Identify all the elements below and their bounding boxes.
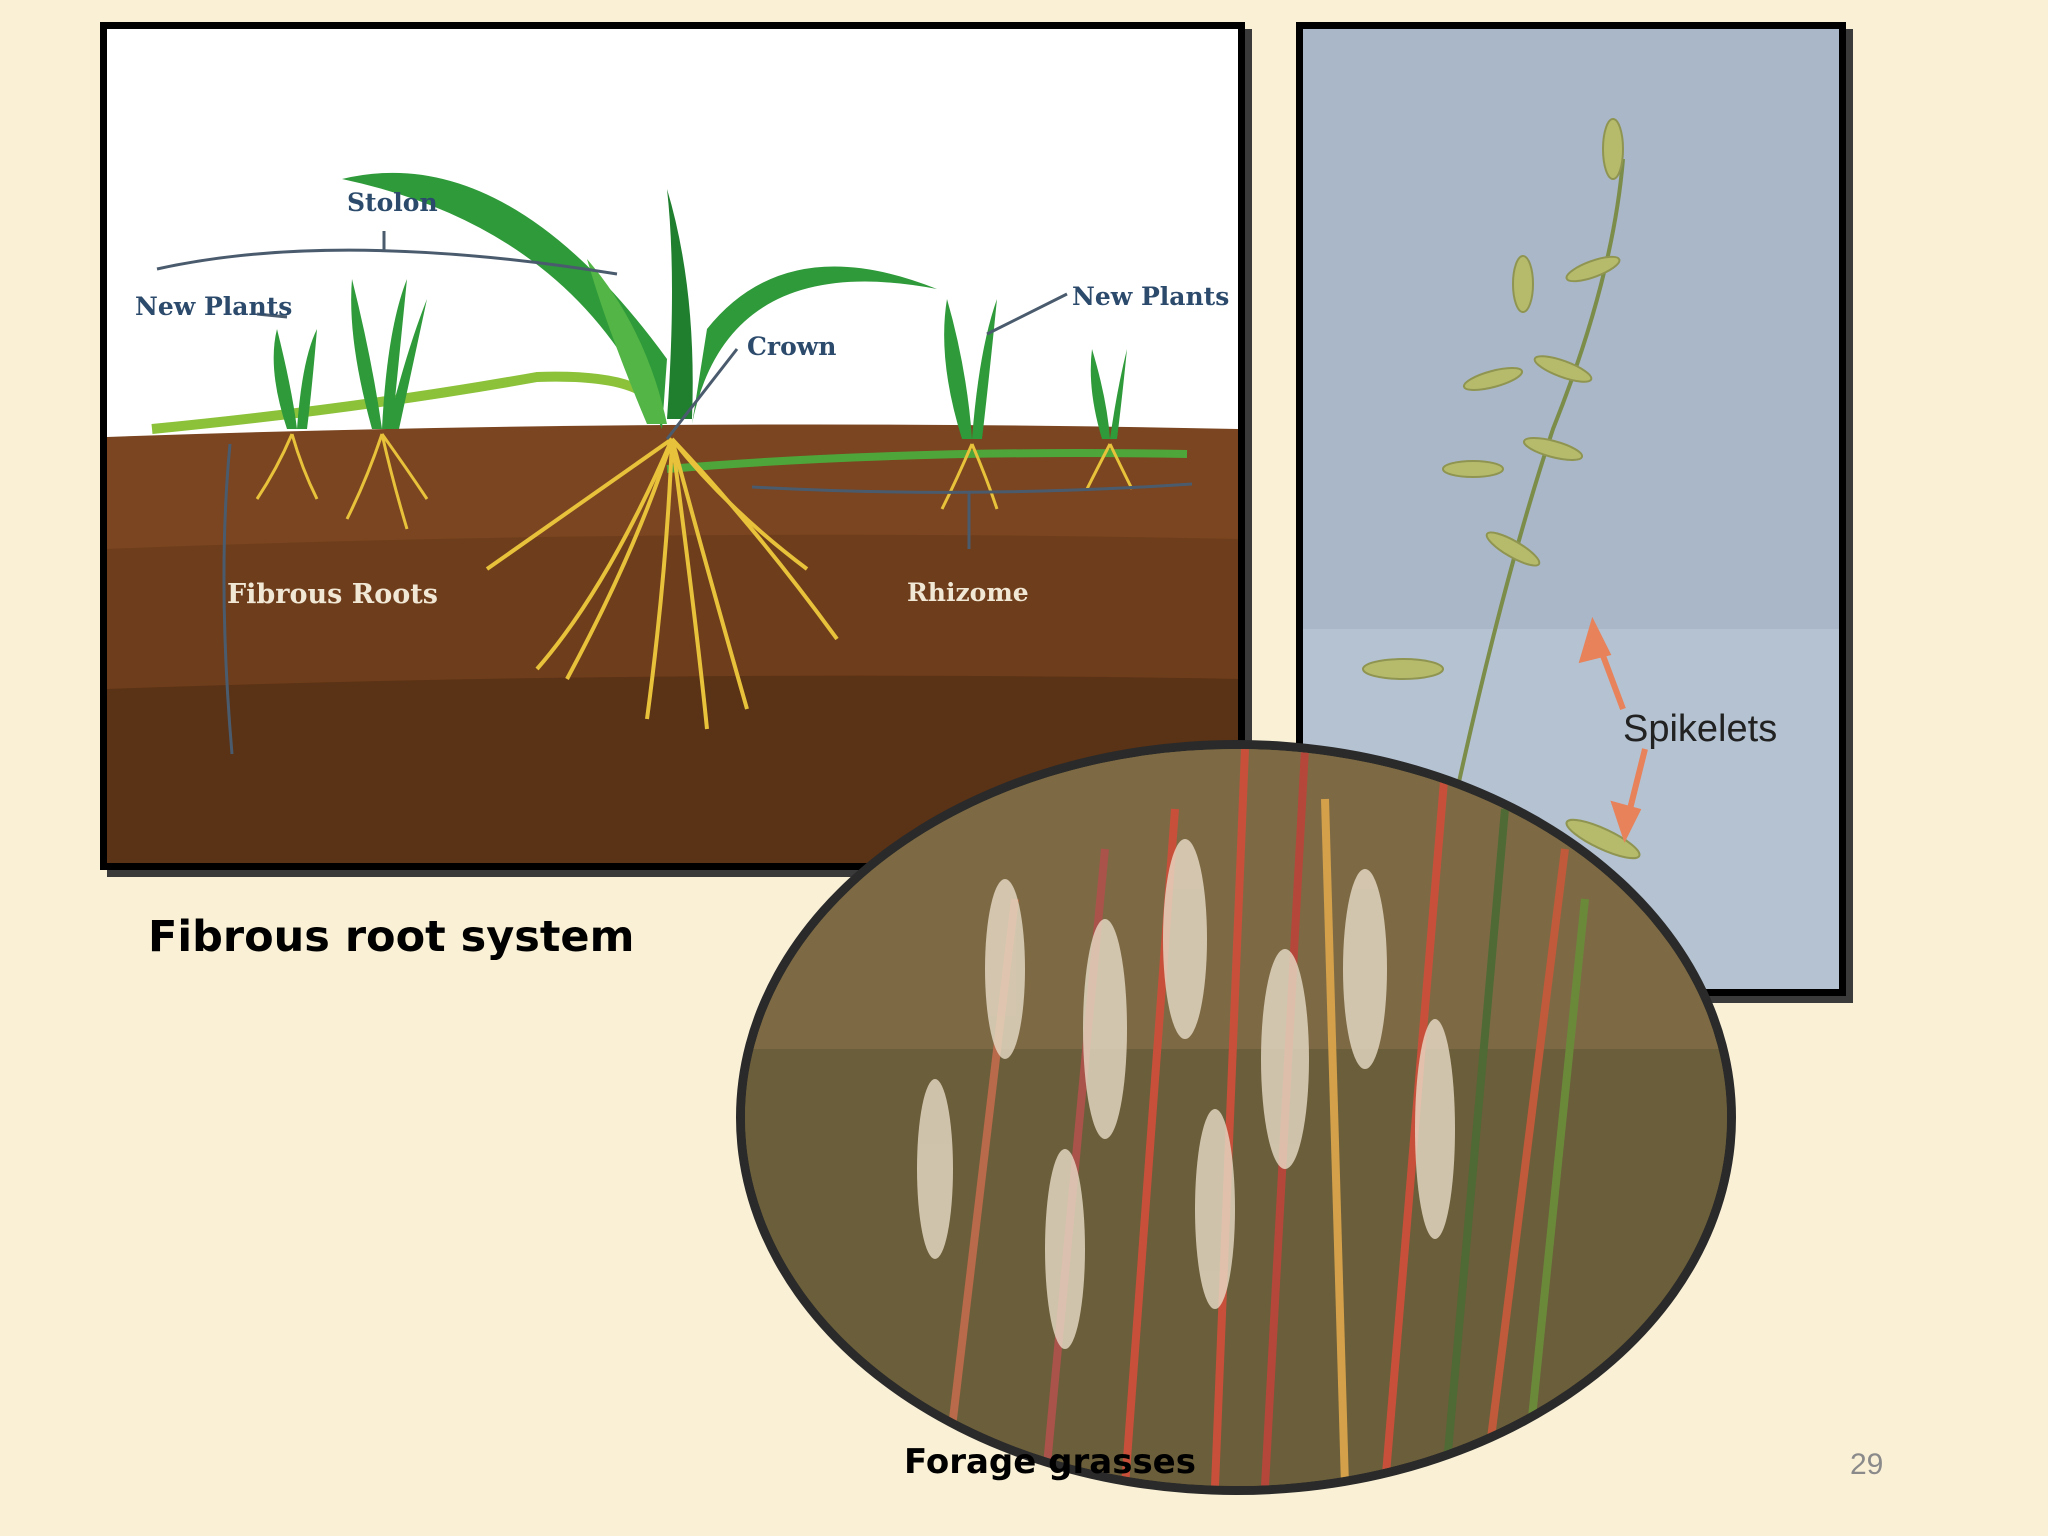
crown-label: Crown (747, 332, 836, 361)
fibrous-roots-label: Fibrous Roots (227, 579, 438, 610)
stolon-label: Stolon (347, 188, 438, 217)
new-plants-right-label: New Plants (1072, 282, 1229, 311)
grass-plant-icon (745, 749, 1727, 1486)
root-system-illustration: Stolon New Plants Crown New Plants Fibro… (107, 29, 1238, 863)
page-number: 29 (1850, 1448, 1884, 1481)
spikelets-label: Spikelets (1623, 708, 1777, 750)
fibrous-root-caption: Fibrous root system (148, 912, 635, 962)
new-plants-left-label: New Plants (135, 292, 292, 321)
spikelet-arrow-icon (1578, 616, 1648, 843)
forage-grasses-caption: Forage grasses (904, 1442, 1196, 1482)
rhizome-label: Rhizome (907, 578, 1029, 607)
forage-grass-photo (736, 740, 1736, 1495)
root-system-diagram: Stolon New Plants Crown New Plants Fibro… (100, 22, 1245, 870)
